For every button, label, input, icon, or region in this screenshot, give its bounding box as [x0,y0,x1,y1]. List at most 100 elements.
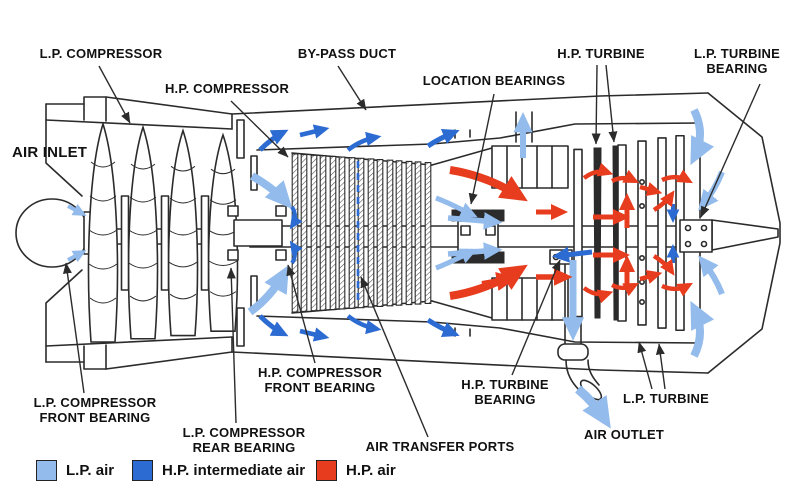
inlet-casing-inner-top [45,119,233,130]
bearing-race [460,225,471,236]
bearing-ball [684,224,692,232]
inlet-casing-outer-bottom [45,351,233,370]
label-line: BEARING [474,391,536,407]
tail-cone [711,219,779,251]
inlet-lip-left-top [45,103,83,197]
leader-air-transfer-ports [360,276,429,438]
label-line: H.P. TURBINE [461,377,549,392]
rear-nacelle-outline [707,92,781,374]
bearing-ball [684,240,692,248]
label-lp-compressor: L.P. COMPRESSOR [39,46,163,61]
turbine-disc-bolt [638,179,645,186]
hp-compressor-blade [329,155,337,311]
leader-lp-compressor-rear-bearing [226,267,237,424]
legend-swatch-hp-intermediate-air [132,460,153,481]
lp-turbine-bearing-box [679,219,713,253]
leader-location-bearings [468,93,495,205]
leader-hp-turbine-1 [591,64,601,145]
splitter-vane [236,119,245,159]
leader-hp-compressor-front-bearing [286,264,316,364]
legend-item-hp-air: H.P. air [316,460,396,481]
lp-compressor-blade [167,129,199,337]
leader-bypass-duct [337,65,367,111]
label-line: H.P. COMPRESSOR [257,365,383,380]
bearing-race [227,205,239,217]
combustor-bottom [491,277,569,321]
lp-turbine-stage [617,144,627,322]
hp-compressor-blade [367,158,375,308]
legend-label-lp-air: L.P. air [66,462,115,479]
hp-compressor-blade [338,156,346,310]
hp-compressor-blade [310,154,318,312]
label-location-bearings: LOCATION BEARINGS [422,73,566,88]
label-hp-compressor: H.P. COMPRESSOR [164,81,290,96]
combustor-top [491,145,569,189]
legend-label-hp-air: H.P. air [346,462,396,479]
leader-hp-turbine-2 [605,64,618,143]
turbine-disc-bolt [638,298,645,305]
lp-turbine-stage [657,137,667,329]
label-hp-compressor-front-bearing: H.P. COMPRESSOR FRONT BEARING [257,365,383,396]
hp-compressor-blade [300,154,308,312]
label-line: L.P. TURBINE [694,46,780,61]
leader-hp-turbine-bearing [511,259,561,376]
leader-lines [62,64,761,438]
bearing-race [275,249,287,261]
label-line: FRONT BEARING [39,409,151,425]
hp-compressor-blade [414,161,422,305]
label-line: L.P. COMPRESSOR [33,395,157,410]
bearing-ball [700,224,708,232]
bearing-race [227,249,239,261]
bypass-duct-outer-top [231,92,709,115]
label-lp-turbine-bearing: L.P. TURBINE BEARING [694,46,780,77]
leader-lp-compressor-front-bearing [62,262,85,394]
leader-lp-compressor [98,65,131,124]
label-line: FRONT BEARING [264,379,376,395]
flow-arrows-lp-air [67,108,725,429]
label-bypass-duct: BY-PASS DUCT [297,46,397,61]
inlet-lip-left-bottom [45,269,83,363]
label-line: REAR BEARING [192,439,296,455]
hp-compressor-blade [405,160,413,306]
engine-structure [15,92,781,401]
label-air-transfer-ports: AIR TRANSFER PORTS [365,439,515,454]
hp-compressor-blade [395,160,403,306]
lp-compressor-stator [120,195,130,291]
label-line: BEARING [706,60,768,76]
flow-arrows-hp-air [449,162,693,304]
hp-compressor-blade [386,159,394,307]
legend-swatch-hp-air [316,460,337,481]
leader-lp-turbine-bearing [700,83,761,218]
lp-compressor-blade [207,134,239,333]
label-line: L.P. COMPRESSOR [182,425,306,440]
lp-rear-bearing-block [233,219,283,247]
hp-compressor-blade [319,155,327,311]
bearing-ball [700,240,708,248]
outlet-pipe-collar [557,343,589,361]
core-casing-top [256,122,701,151]
core-casing-bottom [256,315,701,344]
bypass-duct-outer-bottom [231,351,709,374]
turbine-disc-bolt [638,255,645,262]
casing-flange-ticks [83,96,233,370]
legend-item-lp-air: L.P. air [36,460,114,481]
combustor-dividers [506,145,553,321]
bearing-race [485,225,496,236]
flow-arrows-hp-intermediate-air [258,124,680,342]
legend-item-hp-intermediate-air: H.P. intermediate air [132,460,305,481]
label-hp-turbine-bearing: H.P. TURBINE BEARING [461,377,549,408]
lp-compressor-blade [127,126,159,340]
inlet-casing-outer-top [45,96,233,115]
lp-compressor-stator [160,195,170,291]
splitter-vane [236,307,245,347]
leader-hp-compressor [230,100,289,158]
lp-compressor-stator [200,195,210,291]
hp-compressor-blade [424,162,432,304]
legend-swatch-lp-air [36,460,57,481]
lp-compressor-blade [87,123,119,343]
label-lp-turbine: L.P. TURBINE [623,391,709,406]
label-lp-compressor-front-bearing: L.P. COMPRESSOR FRONT BEARING [33,395,157,426]
label-lp-compressor-rear-bearing: L.P. COMPRESSOR REAR BEARING [182,425,306,456]
